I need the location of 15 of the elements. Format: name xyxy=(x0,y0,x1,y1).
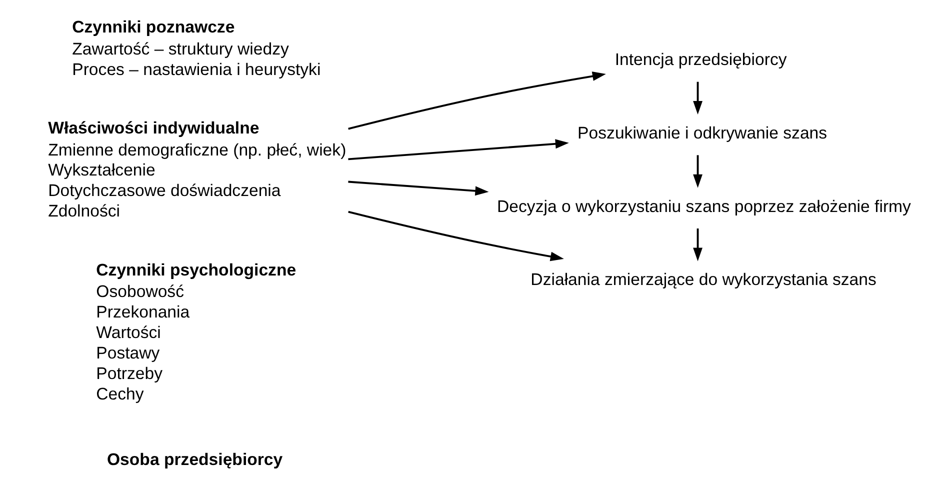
node-text: Intencja przedsiębiorcy xyxy=(614,50,786,69)
arrow xyxy=(692,81,702,114)
node-text: Działania zmierzające do wykorzystania szans xyxy=(530,270,876,289)
node-text: Właściwości indywidualne Zmienne demograficzne (np. płeć, wiek) Wykształcenie Dotychczasowe doświadczenia Zdolności xyxy=(48,118,346,220)
arrow xyxy=(692,154,702,188)
arrow xyxy=(692,228,702,261)
node-text: Poszukiwanie i odkrywanie szans xyxy=(577,122,827,142)
node-text: Czynniki psychologiczne Osobowość Przekonania Wartości Postawy Potrzeby Cechy xyxy=(96,260,296,403)
arrow xyxy=(348,210,564,261)
arrow xyxy=(348,180,488,196)
label: Osoba przedsiębiorcy xyxy=(106,449,282,468)
node-text: Czynniki poznawcze Zawartość – struktury wiedzy Proces – nastawienia i heurystyki xyxy=(72,17,320,78)
node-text: Decyzja o wykorzystaniu szans poprzez założenie firmy xyxy=(496,196,910,216)
arrow xyxy=(348,138,568,160)
arrow xyxy=(348,71,606,130)
